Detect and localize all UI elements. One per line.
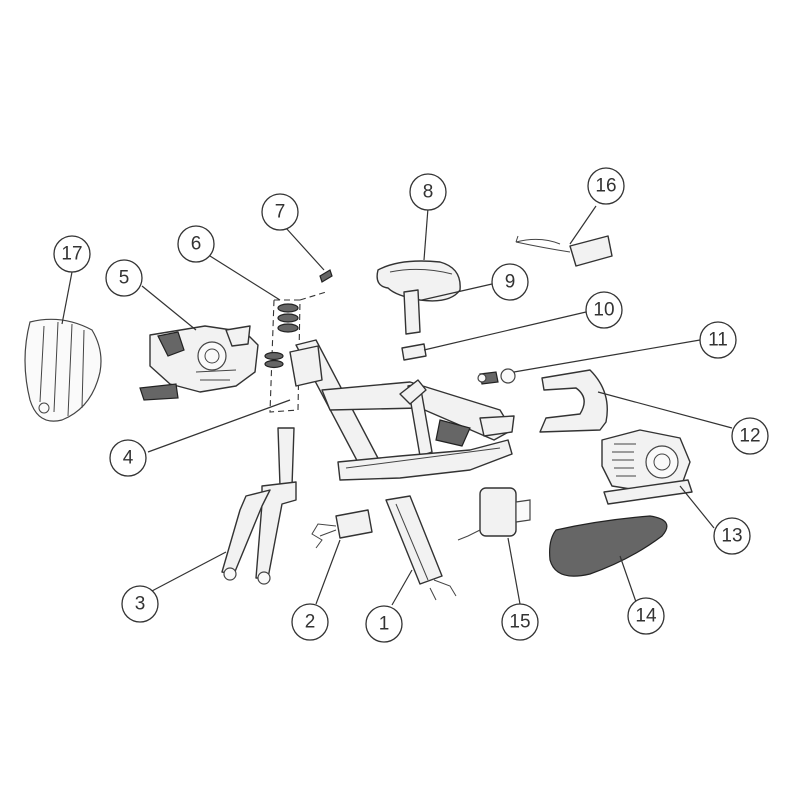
callouts: 1 2 3 4 5 6 7 8 — [53, 167, 769, 643]
part-7-bolt — [319, 269, 333, 283]
callout-13: 13 — [713, 517, 751, 555]
callout-1: 1 — [365, 605, 403, 643]
callout-16-label: 16 — [595, 176, 616, 197]
callout-14-label: 14 — [635, 606, 657, 627]
callout-5: 5 — [105, 259, 143, 297]
callout-11-label: 11 — [708, 330, 728, 351]
callout-6: 6 — [177, 225, 215, 263]
part-3-front-fork — [221, 427, 297, 585]
part-15-motor — [457, 487, 531, 541]
part-16-charger — [515, 235, 613, 267]
part-12-rear-fender — [539, 369, 608, 433]
callout-10: 10 — [585, 291, 623, 329]
callout-2: 2 — [291, 603, 329, 641]
part-9-seat-post — [403, 289, 421, 335]
callout-8-label: 8 — [423, 182, 434, 203]
part-5-side-cover — [139, 325, 259, 401]
callout-4-label: 4 — [123, 448, 134, 469]
callout-14: 14 — [627, 597, 665, 635]
callout-6-label: 6 — [191, 234, 202, 255]
callout-12: 12 — [731, 417, 769, 455]
callout-4: 4 — [109, 439, 147, 477]
part-17-number-plate — [24, 318, 102, 422]
callout-9-label: 9 — [505, 272, 516, 293]
callout-17: 17 — [53, 235, 91, 273]
leader-lines — [61, 205, 733, 606]
callout-9: 9 — [491, 263, 529, 301]
callout-5-label: 5 — [119, 268, 130, 289]
callout-13-label: 13 — [721, 526, 742, 547]
part-1-battery — [385, 495, 457, 601]
part-8-seat — [376, 260, 461, 302]
callout-7: 7 — [261, 193, 299, 231]
callout-15: 15 — [501, 603, 539, 641]
part-6-headset-bearings — [264, 291, 327, 413]
callout-16: 16 — [587, 167, 625, 205]
part-11-axle-nut — [477, 368, 516, 385]
callout-7-label: 7 — [275, 202, 286, 223]
callout-3: 3 — [121, 585, 159, 623]
callout-17-label: 17 — [61, 244, 82, 265]
callout-3-label: 3 — [135, 594, 146, 615]
callout-11: 11 — [699, 321, 737, 359]
callout-12-label: 12 — [739, 426, 760, 447]
part-13-engine — [601, 429, 693, 505]
part-10-seat-clamp — [401, 343, 427, 361]
part-2-controller — [311, 509, 373, 549]
callout-2-label: 2 — [305, 612, 316, 633]
part-14-chain — [549, 515, 668, 577]
callout-1-label: 1 — [379, 614, 390, 635]
part-4-frame — [289, 339, 515, 481]
callout-10-label: 10 — [593, 300, 614, 321]
callout-8: 8 — [409, 173, 447, 211]
callout-15-label: 15 — [509, 612, 530, 633]
